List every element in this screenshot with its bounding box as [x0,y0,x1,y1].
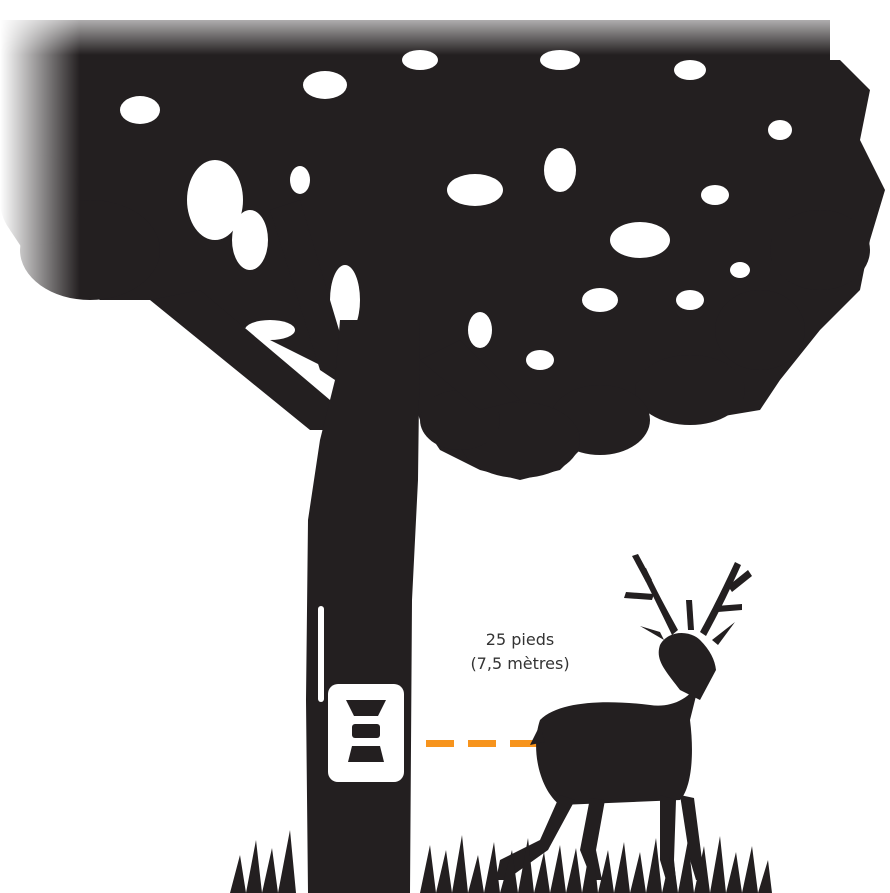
distance-feet: 25 pieds [430,628,610,652]
canopy-fade-right [830,0,890,60]
camera-flash [348,746,384,762]
deer-silhouette [496,554,752,880]
distance-label: 25 pieds (7,5 mètres) [430,628,610,676]
canopy-fade-top [0,0,890,55]
camera-lens-window [352,724,380,738]
canopy-fade-left [0,0,80,320]
camera-antenna [318,606,324,702]
tree-canopy [0,20,885,480]
distance-meters: (7,5 mètres) [430,652,610,676]
